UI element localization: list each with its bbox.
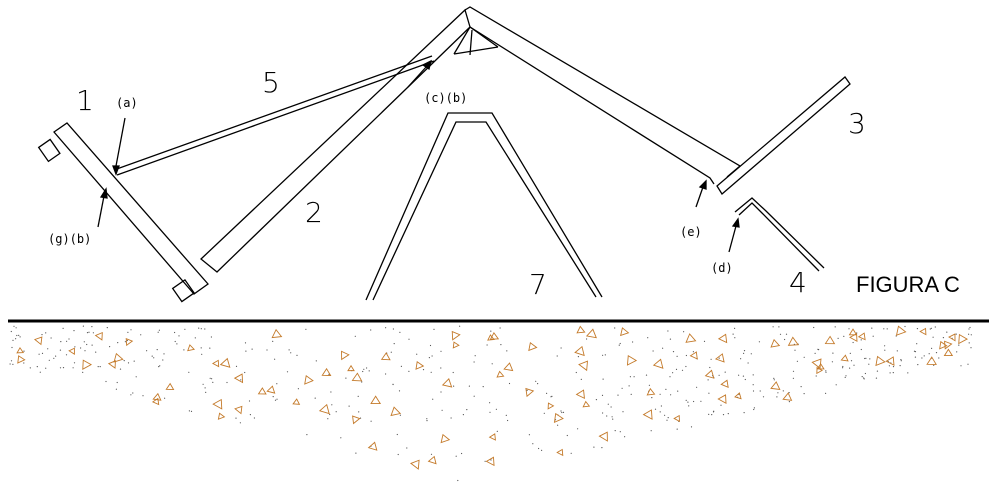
label-part-3: 3 — [848, 107, 866, 140]
part-5-brace — [113, 55, 435, 176]
callout-a: (a) — [116, 96, 138, 110]
part-4-rod — [734, 197, 825, 272]
label-part-2: 2 — [305, 196, 323, 229]
figure-title: FIGURA C — [856, 272, 960, 297]
part-2-rafter — [200, 8, 471, 273]
callout-arrows — [97, 59, 740, 253]
part-3-board — [716, 76, 851, 195]
label-part-7: 7 — [529, 268, 547, 301]
label-part-5: 5 — [262, 66, 280, 99]
soil-texture — [9, 325, 972, 482]
callout-e: (e) — [680, 225, 702, 239]
label-part-1: 1 — [76, 84, 94, 117]
apex-truss — [453, 6, 742, 185]
callout-d: (d) — [711, 261, 733, 275]
callout-cb: (c)(b) — [424, 91, 467, 105]
part-1-board — [37, 122, 209, 303]
part-7-frame — [365, 112, 603, 301]
callout-gb: (g)(b) — [48, 232, 91, 246]
label-part-4: 4 — [789, 266, 807, 299]
